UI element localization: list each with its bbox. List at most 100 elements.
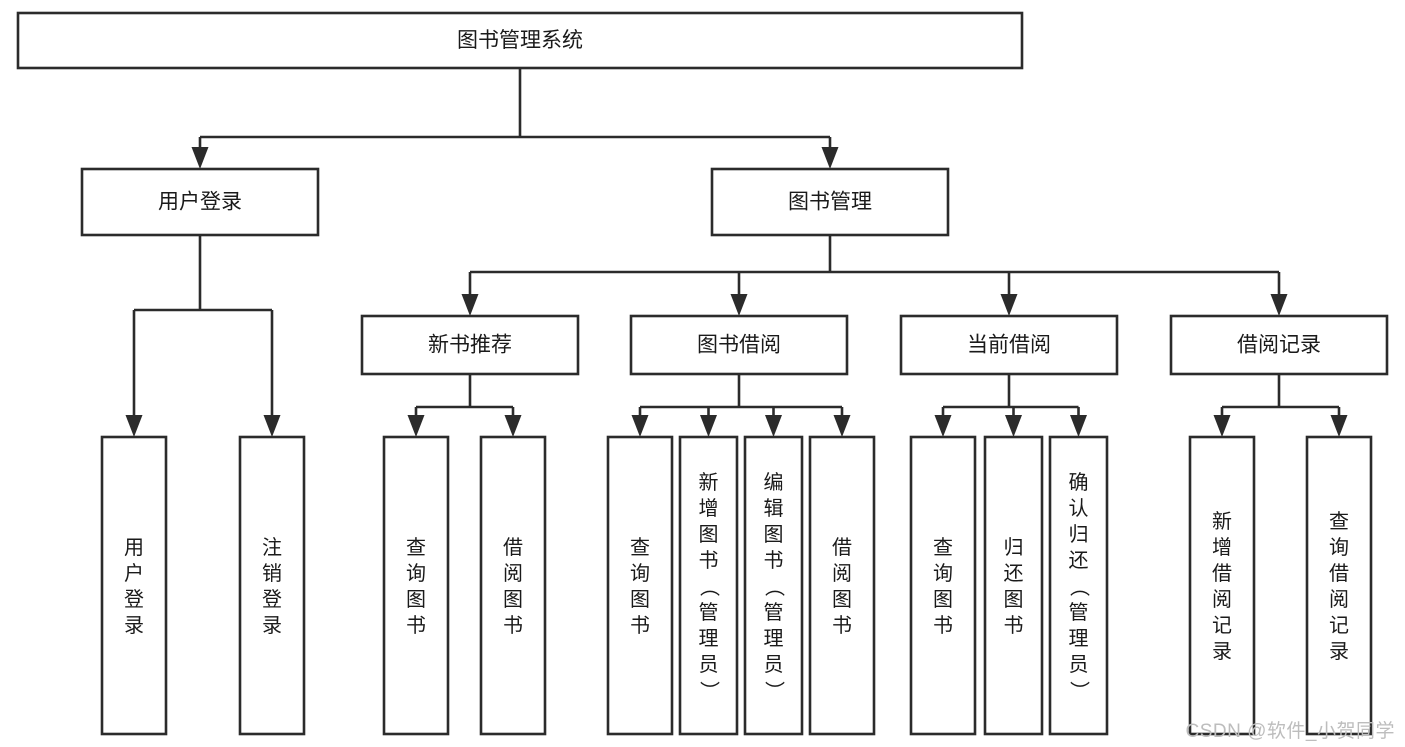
node-box[interactable] (1305, 435, 1373, 736)
node-box[interactable] (606, 435, 674, 736)
node-leaf-cur-return[interactable]: 归还图书归还图书 (983, 435, 1044, 736)
node-label-char: 录 (1212, 641, 1232, 663)
node-label-char: 增 (1212, 536, 1232, 559)
node-label-char: 借 (1329, 562, 1349, 585)
node-label-char: 阅 (1212, 588, 1232, 611)
node-label: 图书借阅 (697, 334, 781, 357)
node-leaf-new-borrow[interactable]: 借阅图书借阅图书 (479, 435, 547, 736)
node-label-char: 员 (1069, 654, 1089, 676)
node-label-char: 询 (933, 562, 953, 585)
node-label-char: 询 (406, 562, 426, 585)
node-login[interactable]: 用户登录 (80, 167, 320, 237)
node-box[interactable] (808, 435, 876, 736)
node-label-char: 书 (406, 614, 426, 637)
node-leaf-bo-query[interactable]: 查询图书查询图书 (606, 435, 674, 736)
nodes-layer: 图书管理系统用户登录图书管理新书推荐图书借阅当前借阅借阅记录用户登录用户登录注销… (16, 11, 1389, 736)
node-box[interactable] (909, 435, 977, 736)
node-label-char: （ (763, 577, 786, 597)
node-label-char: ） (1068, 681, 1091, 701)
node-label-char: 图 (503, 589, 523, 611)
connectors-layer (125, 68, 1348, 437)
node-box[interactable] (899, 314, 1119, 376)
node-label: 借阅记录 (1237, 334, 1321, 357)
arrow-head-icon (461, 294, 479, 316)
node-current[interactable]: 当前借阅 (899, 314, 1119, 376)
node-label-char: 图 (764, 524, 784, 546)
node-label-char: 图 (1004, 589, 1024, 611)
node-label-char: 还 (1004, 562, 1024, 585)
node-record[interactable]: 借阅记录 (1169, 314, 1389, 376)
node-root[interactable]: 图书管理系统 (16, 11, 1024, 70)
arrow-head-icon (833, 415, 851, 437)
node-label-char: 图 (406, 589, 426, 611)
node-leaf-bo-borrow[interactable]: 借阅图书借阅图书 (808, 435, 876, 736)
node-label-char: 新 (699, 471, 719, 494)
connector-group (1213, 374, 1348, 437)
node-leaf-cur-query[interactable]: 查询图书查询图书 (909, 435, 977, 736)
node-label-char: 借 (503, 536, 523, 559)
node-label-char: 管 (699, 601, 719, 624)
node-box[interactable] (382, 435, 450, 736)
node-label-char: 书 (1004, 614, 1024, 637)
node-label-char: 图 (630, 589, 650, 611)
node-leaf-user-login[interactable]: 用户登录用户登录 (100, 435, 168, 736)
node-leaf-rec-add[interactable]: 新增借阅记录新增借阅记录 (1188, 435, 1256, 736)
node-box[interactable] (1188, 435, 1256, 736)
arrow-head-icon (765, 415, 782, 437)
node-label-char: 书 (764, 549, 784, 572)
node-label-char: （ (698, 577, 721, 597)
node-leaf-user-logout[interactable]: 注销登录注销登录 (238, 435, 306, 736)
node-label-char: 图 (699, 524, 719, 546)
connector-group (125, 235, 281, 437)
arrow-head-icon (934, 415, 952, 437)
node-box[interactable] (710, 167, 950, 237)
node-label-char: 录 (1329, 641, 1349, 663)
node-box[interactable] (743, 435, 804, 736)
node-label: 用户登录 (158, 191, 242, 214)
node-label: 当前借阅 (967, 334, 1051, 357)
node-box[interactable] (360, 314, 580, 376)
node-label-char: 查 (630, 536, 650, 559)
arrow-head-icon (1330, 415, 1348, 437)
connector-group (934, 374, 1087, 437)
node-box[interactable] (80, 167, 320, 237)
node-box[interactable] (983, 435, 1044, 736)
node-label-char: 书 (630, 614, 650, 637)
node-leaf-new-query[interactable]: 查询图书查询图书 (382, 435, 450, 736)
node-box[interactable] (1169, 314, 1389, 376)
watermark-text: CSDN @软件_小贺同学 (1185, 721, 1395, 742)
node-label-char: （ (1068, 577, 1091, 597)
arrow-head-icon (1270, 294, 1288, 316)
node-label-char: 询 (1329, 536, 1349, 559)
node-box[interactable] (238, 435, 306, 736)
node-label: 图书管理 (788, 191, 872, 214)
node-box[interactable] (678, 435, 739, 736)
node-label-char: ） (698, 681, 721, 701)
node-box[interactable] (629, 314, 849, 376)
connector-group (191, 68, 839, 169)
node-label-char: 归 (1069, 523, 1089, 546)
node-newbook[interactable]: 新书推荐 (360, 314, 580, 376)
node-box[interactable] (100, 435, 168, 736)
node-box[interactable] (16, 11, 1024, 70)
arrow-head-icon (631, 415, 649, 437)
node-label-char: 理 (764, 628, 784, 650)
arrow-head-icon (730, 294, 748, 316)
node-label-char: 询 (630, 562, 650, 585)
node-label-char: 员 (764, 654, 784, 676)
node-leaf-rec-query[interactable]: 查询借阅记录查询借阅记录 (1305, 435, 1373, 736)
arrow-head-icon (1005, 415, 1022, 437)
node-box[interactable] (479, 435, 547, 736)
node-borrow[interactable]: 图书借阅 (629, 314, 849, 376)
node-label-char: 录 (262, 615, 282, 637)
node-label-char: 书 (933, 614, 953, 637)
node-bookmgmt[interactable]: 图书管理 (710, 167, 950, 237)
node-label-char: 阅 (1329, 588, 1349, 611)
arrow-head-icon (1070, 415, 1087, 437)
node-box[interactable] (1048, 435, 1109, 736)
node-label-char: 新 (1212, 510, 1232, 533)
